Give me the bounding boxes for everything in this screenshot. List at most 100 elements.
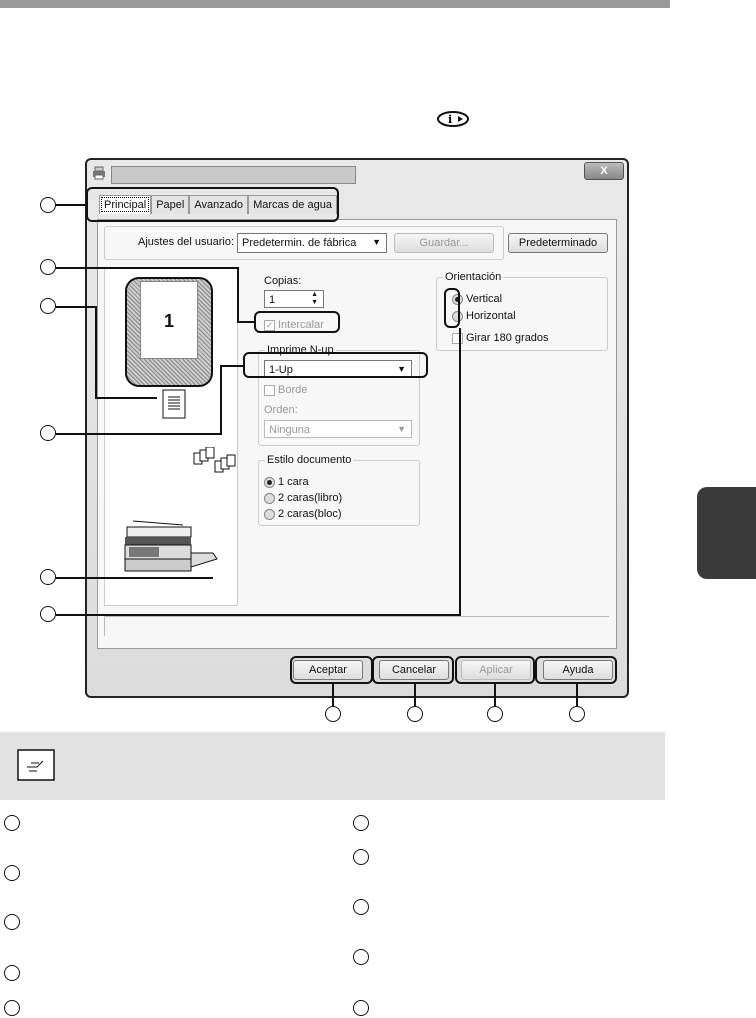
user-settings-label: Ajustes del usuario:: [138, 236, 234, 248]
doc-style-group-label: Estilo documento: [265, 454, 354, 466]
leader-line: [95, 397, 157, 399]
doc-style-tablet[interactable]: 2 caras(bloc): [264, 508, 342, 520]
orientation-vertical[interactable]: Vertical: [452, 293, 502, 305]
header-bar: [0, 0, 670, 8]
window-title: [111, 166, 356, 184]
list-marker: [4, 1000, 20, 1016]
rotate-label: Girar 180 grados: [466, 332, 549, 344]
leader-line: [56, 267, 238, 269]
callout-tabs: [86, 187, 339, 222]
callout-ok: [290, 656, 373, 684]
list-marker: [353, 815, 369, 831]
radio-selected-icon: [452, 293, 463, 305]
help-button[interactable]: Ayuda: [543, 660, 613, 680]
copies-label: Copias:: [264, 275, 302, 287]
callout-marker: [40, 298, 56, 314]
collate-checkbox[interactable]: ✓Intercalar: [264, 319, 324, 331]
preview-area: 1: [104, 268, 238, 606]
note-hand-icon: [17, 749, 55, 781]
preview-page: 1: [140, 281, 198, 359]
callout-marker: [407, 706, 423, 722]
close-button[interactable]: X: [584, 162, 624, 180]
leader-line: [459, 328, 461, 616]
apply-button[interactable]: Aplicar: [461, 660, 531, 680]
list-marker: [4, 965, 20, 981]
orientation-group: Orientación: [436, 271, 608, 351]
orientation-horizontal[interactable]: Horizontal: [452, 310, 516, 322]
document-icon: [162, 389, 186, 419]
leader-line: [95, 306, 97, 398]
doc-style-one-side[interactable]: 1 cara: [264, 476, 309, 488]
radio-selected-icon: [264, 476, 275, 488]
orientation-group-label: Orientación: [443, 271, 504, 283]
callout-orientation: [444, 288, 460, 328]
nup-value: 1-Up: [269, 364, 293, 376]
status-area: [104, 616, 609, 636]
callout-nup: [243, 352, 428, 378]
option-label: 2 caras(libro): [278, 492, 343, 504]
list-marker: [353, 899, 369, 915]
tab-marcas-de-agua[interactable]: Marcas de agua: [248, 195, 337, 214]
callout-marker: [40, 569, 56, 585]
printer-icon: [93, 166, 105, 180]
cancel-button[interactable]: Cancelar: [379, 660, 449, 680]
leader-line: [332, 684, 334, 706]
checkbox-box: [452, 332, 463, 344]
option-label: Horizontal: [466, 310, 516, 322]
tab-principal[interactable]: Principal: [99, 195, 152, 214]
leader-line: [237, 267, 239, 322]
checkmark-icon: ✓: [264, 319, 275, 331]
option-label: 2 caras(bloc): [278, 508, 342, 520]
leader-line: [494, 684, 496, 706]
chevron-down-icon: ▼: [372, 237, 381, 247]
info-icon: i: [437, 111, 469, 127]
chapter-tab: [697, 487, 756, 579]
copies-value: 1: [269, 294, 276, 306]
spinner-arrows-icon[interactable]: ▲▼: [311, 291, 318, 306]
callout-marker: [569, 706, 585, 722]
chevron-down-icon: ▼: [397, 364, 406, 374]
callout-marker: [40, 259, 56, 275]
order-select[interactable]: Ninguna▼: [264, 420, 412, 438]
list-marker: [4, 914, 20, 930]
border-label: Borde: [278, 384, 308, 396]
callout-marker: [40, 606, 56, 622]
callout-marker: [487, 706, 503, 722]
save-button[interactable]: Guardar...: [394, 233, 494, 253]
callout-help: [535, 656, 617, 684]
doc-style-group: Estilo documento: [258, 454, 420, 526]
leader-line: [220, 365, 244, 367]
list-marker: [353, 949, 369, 965]
svg-text:i: i: [448, 113, 452, 126]
callout-marker: [40, 425, 56, 441]
leader-line: [56, 433, 222, 435]
leader-line: [576, 684, 578, 706]
copies-stepper[interactable]: 1 ▲▼: [264, 290, 324, 308]
copier-icon: [124, 520, 218, 572]
checkbox-box: [264, 384, 275, 396]
user-settings-select[interactable]: Predetermin. de fábrica▼: [237, 233, 387, 253]
leader-line: [414, 684, 416, 706]
tab-bar: Principal Papel Avanzado Marcas de agua: [99, 195, 337, 214]
tab-papel[interactable]: Papel: [151, 195, 190, 214]
radio-icon: [452, 310, 463, 322]
default-button[interactable]: Predeterminado: [508, 233, 608, 253]
leader-line: [56, 614, 460, 616]
tab-avanzado[interactable]: Avanzado: [189, 195, 249, 214]
leader-line: [56, 577, 213, 579]
print-dialog: X Principal Papel Avanzado Marcas de agu…: [85, 158, 629, 698]
border-checkbox[interactable]: Borde: [264, 384, 307, 396]
doc-style-book[interactable]: 2 caras(libro): [264, 492, 342, 504]
collated-pages-icon: [193, 447, 236, 473]
order-value: Ninguna: [269, 424, 310, 436]
list-marker: [353, 1000, 369, 1016]
leader-line: [220, 365, 222, 435]
ok-button[interactable]: Aceptar: [293, 660, 363, 680]
callout-collate: [254, 311, 340, 333]
radio-icon: [264, 508, 275, 520]
option-label: Vertical: [466, 293, 503, 305]
rotate-checkbox[interactable]: Girar 180 grados: [452, 332, 549, 344]
callout-cancel: [372, 656, 454, 684]
list-marker: [353, 849, 369, 865]
order-label: Orden:: [264, 404, 298, 416]
